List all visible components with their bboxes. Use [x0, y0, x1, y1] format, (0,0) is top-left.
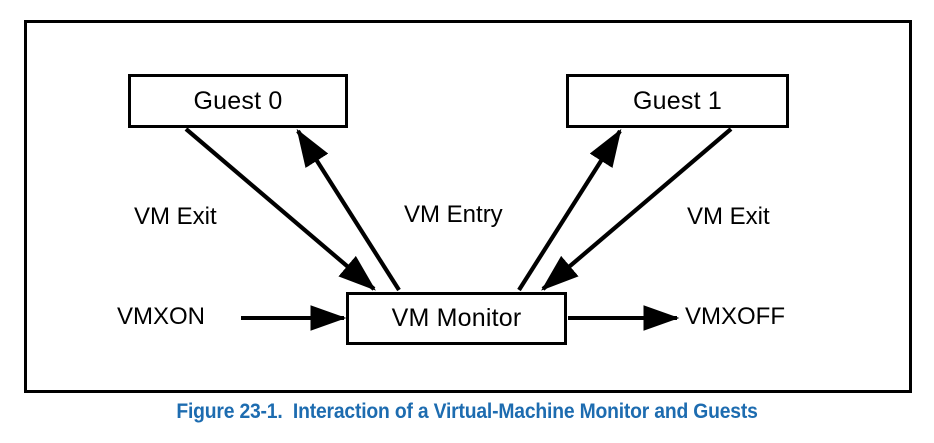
edge-label-vmxon: VMXON: [117, 303, 206, 330]
edge-label-vm-exit-left: VM Exit: [134, 203, 217, 230]
edge-label-vm-exit-right: VM Exit: [687, 203, 770, 230]
edge-label-vmxoff: VMXOFF: [685, 303, 785, 330]
node-vm-monitor: VM Monitor: [346, 292, 567, 345]
figure-caption: Figure 23-1. Interaction of a Virtual-Ma…: [176, 400, 758, 423]
edge-label-vm-entry: VM Entry: [404, 201, 503, 228]
node-guest-0: Guest 0: [128, 74, 348, 128]
node-guest-1: Guest 1: [566, 74, 789, 128]
